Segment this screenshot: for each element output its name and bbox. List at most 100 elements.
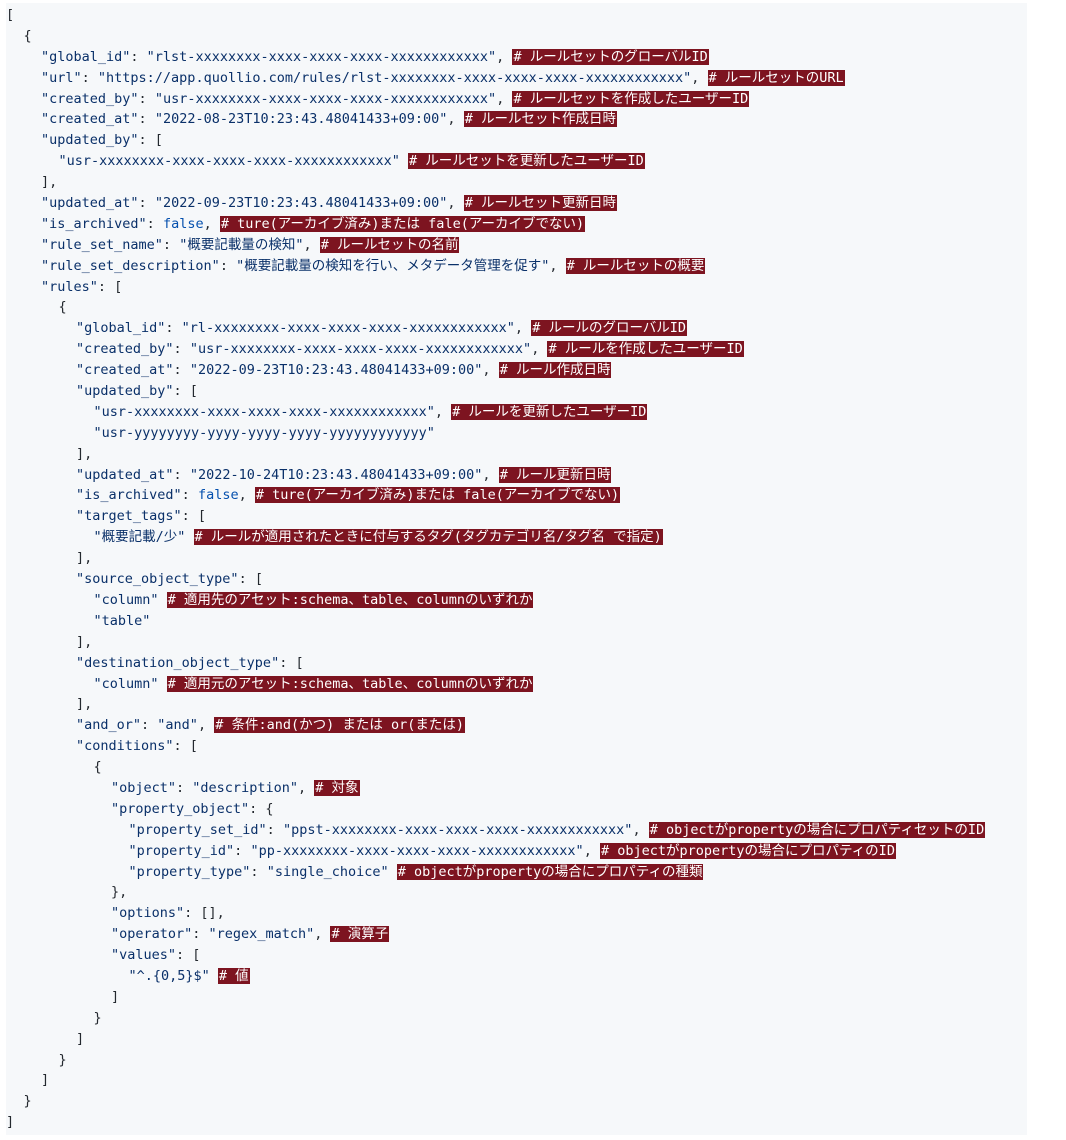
- punctuation-token: }: [58, 1051, 67, 1068]
- punctuation-token: [389, 864, 397, 880]
- punctuation-token: :: [138, 111, 155, 128]
- comment-annotation: # 対象: [314, 779, 360, 796]
- code-line: {: [6, 757, 985, 778]
- punctuation-token: :: [162, 236, 180, 253]
- comment-annotation: # ルールセットの概要: [565, 257, 706, 274]
- string-token: "updated_at": [41, 195, 139, 212]
- code-line: "usr-xxxxxxxx-xxxx-xxxx-xxxx-xxxxxxxxxxx…: [6, 151, 985, 172]
- code-line: "table": [6, 611, 985, 632]
- string-token: "rule_set_description": [41, 257, 220, 274]
- string-token: "ppst-xxxxxxxx-xxxx-xxxx-xxxx-xxxxxxxxxx…: [282, 821, 633, 838]
- string-token: "pp-xxxxxxxx-xxxx-xxxx-xxxx-xxxxxxxxxxxx…: [250, 842, 584, 859]
- code-line: ],: [6, 694, 985, 715]
- punctuation-token: ],: [76, 550, 93, 567]
- punctuation-token: :: [130, 48, 147, 65]
- string-token: "and": [157, 717, 198, 734]
- string-token: "property_object": [111, 800, 250, 817]
- keyword-token: false: [162, 215, 204, 232]
- string-token: "https://app.quollio.com/rules/rlst-xxxx…: [97, 69, 692, 86]
- code-line: "^.{0,5}$" # 値: [6, 966, 985, 987]
- punctuation-token: ]: [111, 988, 120, 1005]
- punctuation-token: ]: [6, 1114, 15, 1131]
- punctuation-token: :: [192, 926, 209, 943]
- punctuation-token: : [: [97, 278, 123, 295]
- punctuation-token: : [: [176, 947, 201, 964]
- string-token: "regex_match": [208, 926, 315, 943]
- punctuation-token: :: [173, 341, 190, 358]
- comment-annotation: # ルールセット作成日時: [463, 111, 617, 128]
- punctuation-token: ,: [496, 48, 513, 65]
- code-line: ]: [6, 1029, 985, 1050]
- code-line: "conditions": [: [6, 736, 985, 757]
- comment-annotation: # 適用先のアセット:schema、table、columnのいずれか: [166, 591, 534, 608]
- string-token: "updated_by": [41, 132, 139, 149]
- comment-annotation: # 条件:and(かつ) または or(または): [214, 717, 465, 734]
- punctuation-token: [159, 676, 167, 692]
- punctuation-token: ],: [41, 174, 58, 191]
- punctuation-token: ,: [303, 236, 320, 253]
- string-token: "object": [111, 779, 177, 796]
- comment-annotation: # ルールセット更新日時: [463, 195, 617, 212]
- punctuation-token: : {: [249, 800, 274, 817]
- string-token: "global_id": [76, 320, 166, 337]
- comment-annotation: # ルール更新日時: [498, 466, 612, 483]
- punctuation-token: :: [141, 717, 158, 734]
- string-token: "created_at": [76, 362, 174, 379]
- punctuation-token: :: [138, 90, 155, 107]
- punctuation-token: :: [250, 863, 267, 880]
- string-token: "usr-xxxxxxxx-xxxx-xxxx-xxxx-xxxxxxxxxxx…: [189, 341, 532, 358]
- comment-annotation: # ルールセットのグローバルID: [512, 48, 709, 65]
- punctuation-token: },: [111, 884, 128, 901]
- code-line: "target_tags": [: [6, 506, 985, 527]
- string-token: "created_by": [76, 341, 174, 358]
- punctuation-token: [185, 529, 193, 545]
- punctuation-token: [: [6, 7, 15, 23]
- comment-annotation: # objectがpropertyの場合にプロパティセットのID: [648, 821, 986, 838]
- comment-annotation: # 値: [217, 967, 250, 984]
- punctuation-token: :: [138, 195, 155, 212]
- comment-annotation: # objectがpropertyの場合にプロパティのID: [599, 842, 896, 859]
- punctuation-token: :: [219, 257, 237, 274]
- punctuation-token: ,: [691, 69, 708, 86]
- code-line: "options": [],: [6, 903, 985, 924]
- comment-annotation: # ture(アーカイブ済み)または fale(アーカイブでない): [254, 487, 621, 504]
- code-line: "is_archived": false, # ture(アーカイブ済み)または…: [6, 485, 985, 506]
- string-token: "property_type": [128, 863, 251, 880]
- punctuation-token: ,: [434, 403, 452, 420]
- punctuation-token: [400, 153, 408, 169]
- string-token: "created_at": [41, 111, 139, 128]
- code-line: "property_set_id": "ppst-xxxxxxxx-xxxx-x…: [6, 820, 986, 841]
- code-line: }: [6, 1008, 985, 1029]
- code-line: }: [6, 1091, 985, 1112]
- code-line: "updated_at": "2022-09-23T10:23:43.48041…: [6, 193, 985, 214]
- code-line: [: [6, 5, 985, 26]
- string-token: "rules": [41, 278, 98, 295]
- punctuation-token: : [],: [184, 905, 225, 922]
- punctuation-token: ,: [297, 779, 315, 796]
- string-token: "global_id": [41, 48, 131, 65]
- code-block: [{"global_id": "rlst-xxxxxxxx-xxxx-xxxx-…: [6, 3, 1027, 1135]
- punctuation-token: ]: [41, 1072, 50, 1089]
- string-token: "概要記載量の検知": [179, 236, 304, 253]
- string-token: "source_object_type": [76, 571, 239, 588]
- code-line: "created_at": "2022-08-23T10:23:43.48041…: [6, 109, 985, 130]
- code-line: "rule_set_name": "概要記載量の検知", # ルールセットの名前: [6, 235, 985, 256]
- punctuation-token: [159, 592, 167, 608]
- punctuation-token: ,: [482, 362, 499, 379]
- string-token: "options": [111, 905, 185, 922]
- punctuation-token: ,: [514, 320, 532, 337]
- code-line: "and_or": "and", # 条件:and(かつ) または or(または…: [6, 715, 985, 736]
- string-token: "table": [93, 612, 151, 629]
- punctuation-token: ,: [549, 257, 566, 274]
- code-line: "values": [: [6, 945, 985, 966]
- code-line: "概要記載/少" # ルールが適用されたときに付与するタグ(タグカテゴリ名/タグ…: [6, 527, 985, 548]
- punctuation-token: :: [176, 779, 193, 796]
- punctuation-token: ,: [632, 821, 649, 838]
- code-line: "property_type": "single_choice" # objec…: [6, 862, 985, 883]
- string-token: "usr-yyyyyyyy-yyyy-yyyy-yyyy-yyyyyyyyyyy…: [93, 424, 435, 441]
- code-line: ],: [6, 444, 985, 465]
- comment-annotation: # ルールが適用されたときに付与するタグ(タグカテゴリ名/タグ名 で指定): [193, 529, 663, 546]
- code-line: ],: [6, 172, 985, 193]
- code-line: ],: [6, 548, 985, 569]
- code-line: "rule_set_description": "概要記載量の検知を行い、メタデ…: [6, 256, 985, 277]
